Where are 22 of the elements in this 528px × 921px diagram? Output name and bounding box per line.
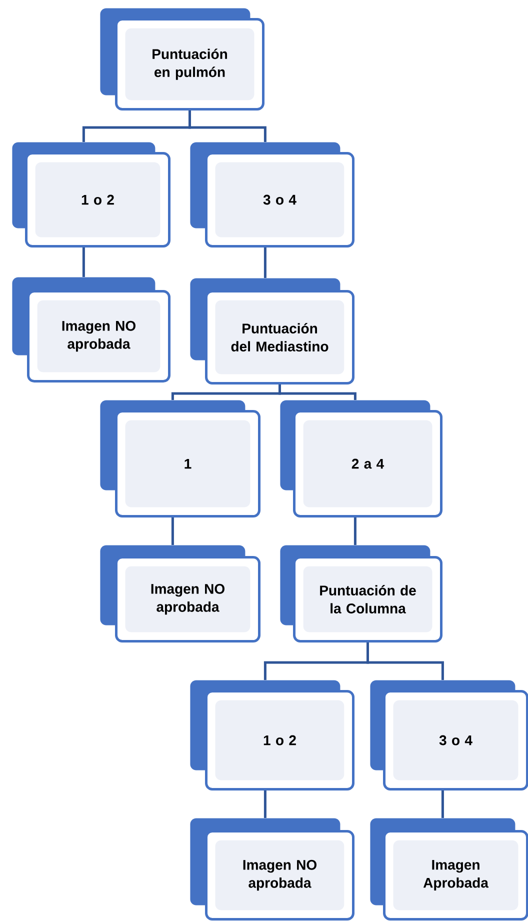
process-box: 1 o 2 [12,142,170,248]
connector-line [278,384,356,400]
process-box: 1 o 2 [190,680,354,790]
connector-line [441,790,444,818]
process-box: 3 o 4 [190,142,354,248]
connector-line [264,248,266,278]
connector-line [264,790,266,818]
process-box: Imagen NO aprobada [12,277,170,382]
connector-line [354,518,356,545]
process-box: Puntuación en pulmón [100,8,264,110]
process-box: Imagen Aprobada [370,818,528,920]
process-box: Puntuación del Mediastino [190,278,354,384]
process-box: Imagen NO aprobada [190,818,354,920]
process-box: Imagen NO aprobada [100,545,260,642]
process-box: Puntuación de la Columna [280,545,442,642]
connector-line [366,642,444,680]
process-box: 1 [100,400,260,518]
connector-line [188,110,266,142]
connector-line [82,248,85,277]
connector-line [171,518,174,545]
process-box: 3 o 4 [370,680,528,790]
process-box: 2 a 4 [280,400,442,518]
